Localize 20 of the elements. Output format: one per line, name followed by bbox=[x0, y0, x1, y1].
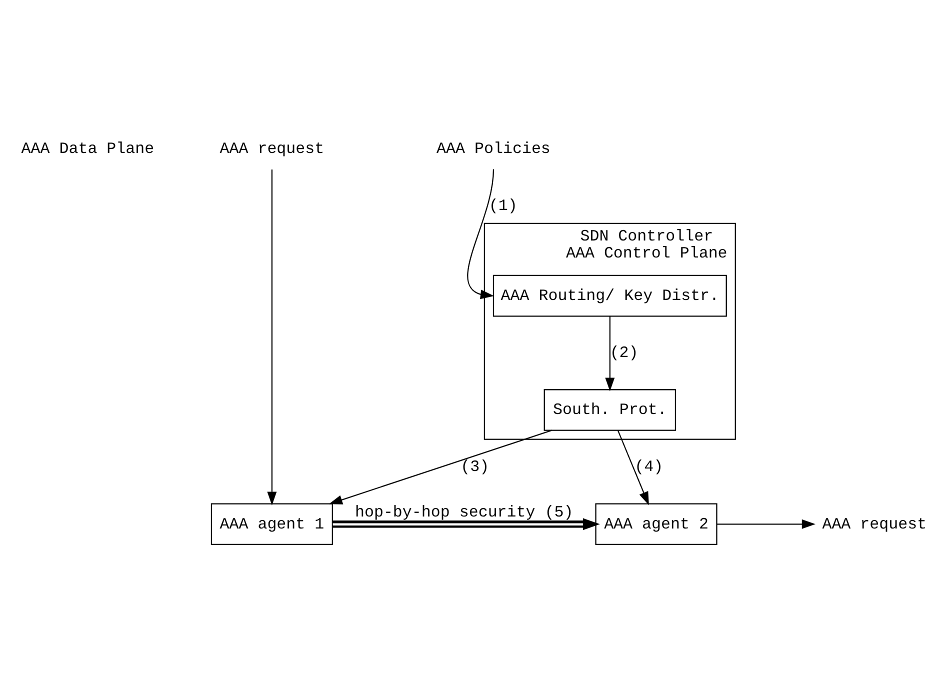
arrow bbox=[605, 316, 615, 392]
edge-label: (3) bbox=[460, 458, 490, 476]
node-box: AAA agent 1 bbox=[210, 503, 333, 546]
node-box: AAA Routing/ Key Distr. bbox=[492, 274, 727, 317]
arrow bbox=[328, 430, 552, 504]
arrow bbox=[617, 430, 649, 506]
node-box: AAA agent 2 bbox=[595, 503, 718, 546]
node-text: AAA Policies bbox=[436, 140, 550, 158]
arrow bbox=[267, 170, 277, 506]
edge-label: (4) bbox=[634, 458, 664, 476]
edge-label: (2) bbox=[610, 344, 638, 362]
arrow bbox=[716, 519, 816, 529]
edge-label: (1) bbox=[488, 197, 518, 216]
arrow bbox=[332, 518, 600, 530]
edge-label: hop-by-hop security (5) bbox=[354, 503, 574, 522]
arrow bbox=[467, 169, 494, 300]
label: AAA Data Plane bbox=[21, 140, 154, 158]
node-box: South. Prot. bbox=[544, 389, 676, 431]
node-text: AAA request bbox=[822, 515, 927, 534]
node-text: AAA request bbox=[220, 140, 324, 158]
